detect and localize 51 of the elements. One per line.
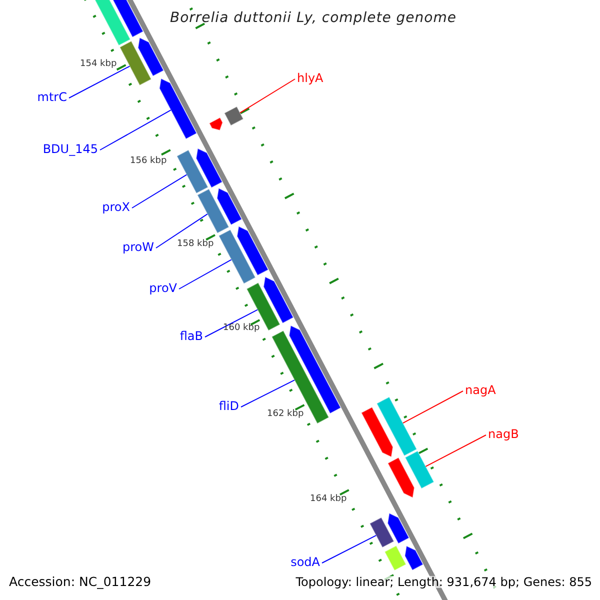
pointed-gene-bar: [236, 226, 269, 276]
pointed-gene-bar: [263, 276, 294, 324]
gene-bar: [119, 40, 152, 86]
leader-line: [68, 66, 130, 98]
gene-bar: [369, 516, 395, 548]
leader-line: [132, 174, 188, 208]
gene-label: flaB: [180, 330, 203, 342]
gene-bar: [384, 545, 407, 572]
leader-line: [204, 309, 258, 338]
pointed-gene-bar: [387, 512, 410, 544]
gene-label: sodA: [290, 556, 320, 568]
gene-label: BDU_145: [42, 143, 98, 155]
scale-label: 158 kbp: [177, 240, 214, 249]
leader-line: [402, 390, 464, 424]
gene-bar: [376, 396, 418, 456]
gene-label: proX: [102, 201, 130, 213]
leader-line: [240, 78, 296, 114]
genome-info-text: Topology: linear; Length: 931,674 bp; Genes: 855: [296, 576, 592, 588]
scale-label: 164 kbp: [310, 495, 347, 504]
gene-bar: [404, 450, 435, 490]
gene-label: nagA: [465, 384, 496, 396]
pointed-gene-bar: [138, 37, 164, 77]
gene-label: mtrC: [37, 91, 67, 103]
gene-label: fliD: [218, 400, 239, 412]
gene-bar: [196, 188, 230, 234]
pointed-gene-bar: [208, 116, 224, 131]
gene-bar: [176, 149, 209, 194]
gene-label: hlyA: [297, 72, 324, 84]
scale-label: 156 kbp: [130, 157, 167, 166]
leader-line: [156, 214, 208, 248]
map-title: Borrelia duttonii Ly, complete genome: [170, 11, 456, 25]
gene-bar: [224, 106, 244, 126]
leader-line: [100, 110, 172, 150]
accession-text: Accession: NC_011229: [9, 576, 152, 588]
gene-label: nagB: [488, 428, 519, 440]
pointed-gene-bar: [216, 188, 242, 226]
scale-label: 162 kbp: [267, 410, 304, 419]
pointed-gene-bar: [158, 78, 198, 140]
leader-line: [240, 380, 296, 408]
gene-bar: [218, 229, 256, 284]
gene-label: proV: [149, 282, 177, 294]
scale-label: 154 kbp: [80, 60, 117, 69]
leader-line: [425, 434, 486, 467]
gene-label: proW: [122, 241, 154, 253]
pointed-gene-bar: [387, 456, 415, 498]
pointed-gene-bar: [404, 545, 424, 571]
leader-line: [322, 534, 377, 564]
scale-label: 160 kbp: [223, 324, 260, 333]
leader-line: [178, 259, 232, 290]
pointed-gene-bar: [360, 406, 394, 458]
pointed-gene-bar: [196, 148, 223, 188]
